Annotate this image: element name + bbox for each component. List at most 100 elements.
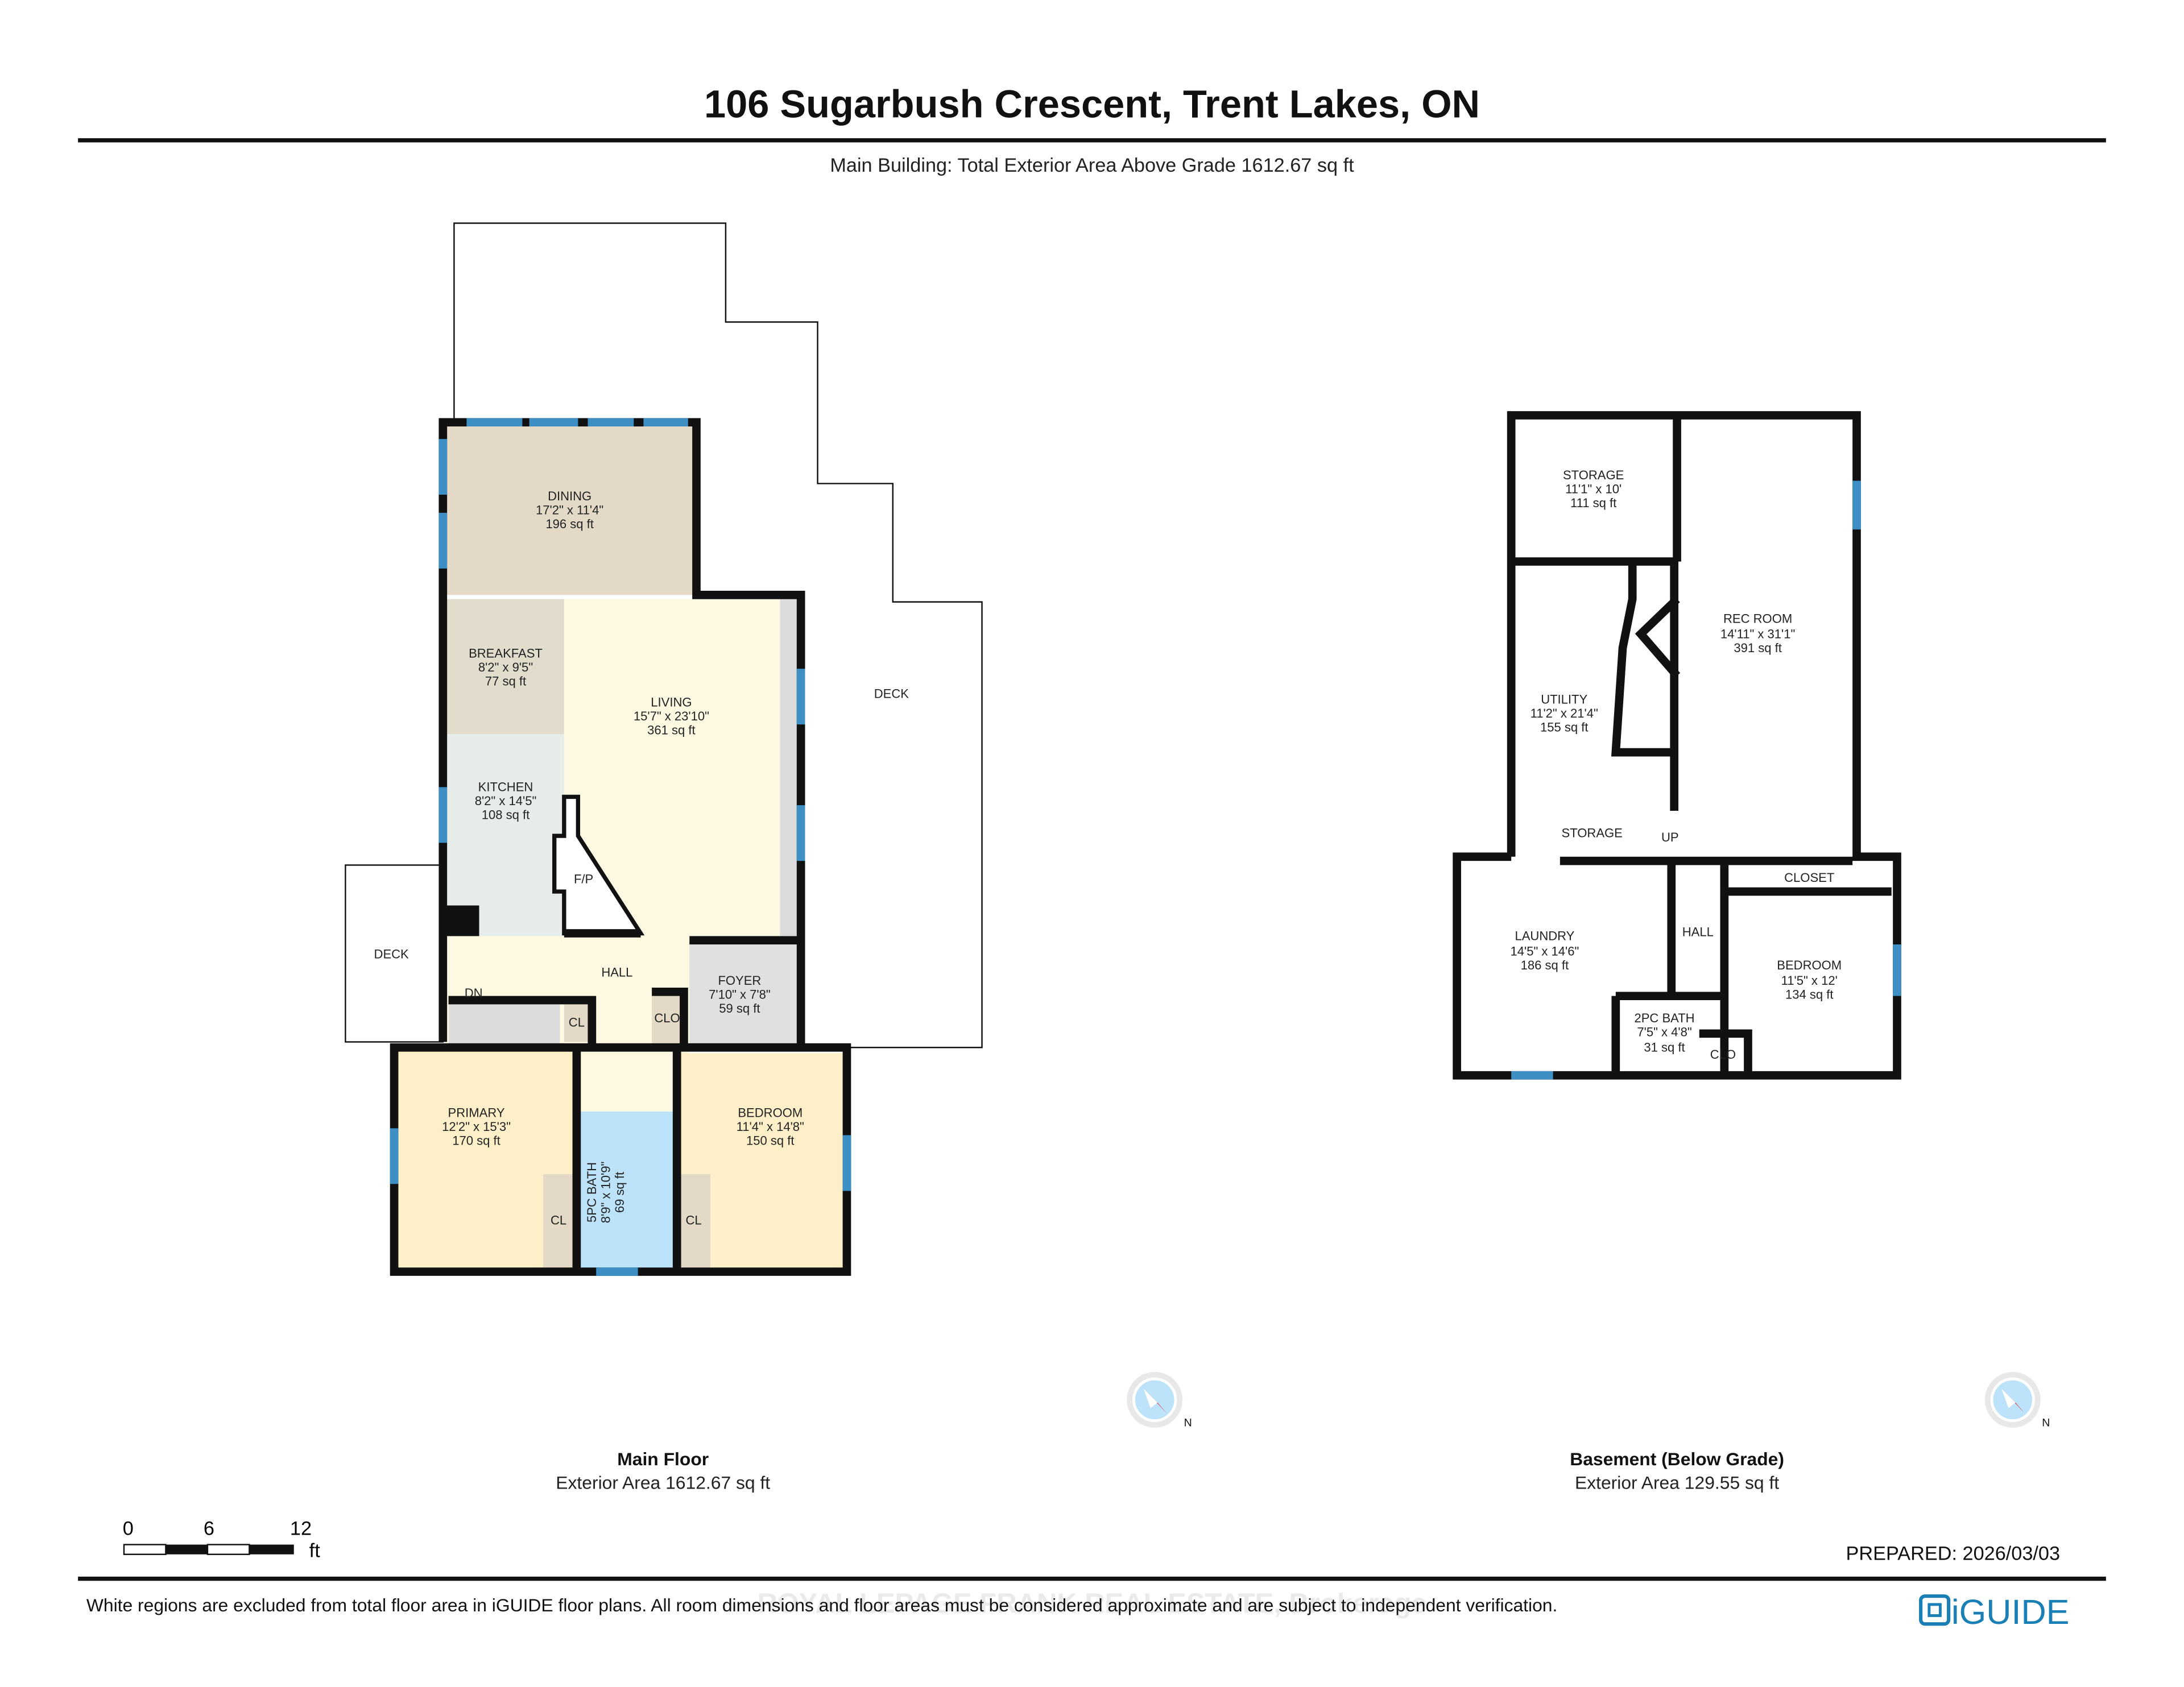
- svg-text:LAUNDRY: LAUNDRY: [1515, 929, 1574, 943]
- svg-text:170 sq ft: 170 sq ft: [452, 1134, 500, 1148]
- deck-outline: [453, 222, 983, 1048]
- svg-text:155 sq ft: 155 sq ft: [1540, 720, 1589, 734]
- svg-text:ft: ft: [309, 1540, 321, 1562]
- svg-text:7'10" x 7'8": 7'10" x 7'8": [709, 988, 771, 1002]
- room-breakfast: [445, 599, 564, 735]
- svg-text:11'5" x 12': 11'5" x 12': [1781, 973, 1838, 988]
- page-subtitle: Main Building: Total Exterior Area Above…: [830, 155, 1354, 176]
- closet-label: CLOSET: [1784, 871, 1834, 885]
- compass-north-icon: N: [1127, 1371, 1192, 1429]
- svg-text:UTILITY: UTILITY: [1541, 692, 1587, 706]
- svg-text:STORAGE: STORAGE: [1563, 468, 1624, 482]
- svg-text:361 sq ft: 361 sq ft: [647, 723, 696, 737]
- closet: [652, 992, 684, 1045]
- svg-text:8'2" x 14'5": 8'2" x 14'5": [475, 794, 537, 808]
- svg-text:7'5" x 4'8": 7'5" x 4'8": [1637, 1025, 1691, 1039]
- svg-text:391 sq ft: 391 sq ft: [1734, 641, 1782, 655]
- main-floor-name: Main Floor: [617, 1449, 709, 1469]
- svg-text:12'2" x 15'3": 12'2" x 15'3": [442, 1120, 511, 1134]
- storage-label: STORAGE: [1562, 826, 1623, 840]
- windows: [390, 418, 851, 1276]
- svg-text:14'11" x 31'1": 14'11" x 31'1": [1720, 627, 1795, 641]
- prepared-date: PREPARED: 2026/03/03: [1846, 1543, 2061, 1565]
- svg-text:BEDROOM: BEDROOM: [1777, 958, 1842, 972]
- hall-label: HALL: [601, 965, 632, 979]
- closet-label: CL: [569, 1015, 585, 1030]
- watermark: ROYAL LEPAGE FRANK REAL ESTATE, Brokerag…: [757, 1589, 1426, 1619]
- svg-text:N: N: [2042, 1416, 2050, 1429]
- basement-walls: [1453, 411, 1901, 1080]
- page-title: 106 Sugarbush Crescent, Trent Lakes, ON: [704, 82, 1480, 126]
- svg-text:17'2" x 11'4": 17'2" x 11'4": [536, 503, 603, 517]
- svg-text:5PC BATH: 5PC BATH: [585, 1162, 599, 1222]
- stairs-up-label: UP: [1661, 830, 1679, 844]
- svg-text:KITCHEN: KITCHEN: [478, 780, 533, 794]
- hall-label: HALL: [1682, 925, 1714, 939]
- svg-text:11'2" x 21'4": 11'2" x 21'4": [1531, 706, 1598, 720]
- svg-text:31 sq ft: 31 sq ft: [1644, 1041, 1685, 1055]
- svg-text:11'4" x 14'8": 11'4" x 14'8": [737, 1120, 804, 1134]
- living-strip: [780, 599, 800, 936]
- closet-label: CL: [686, 1213, 702, 1227]
- closet: [564, 1002, 592, 1042]
- svg-text:LIVING: LIVING: [651, 695, 692, 709]
- svg-text:PRIMARY: PRIMARY: [448, 1106, 505, 1120]
- svg-text:0: 0: [123, 1518, 134, 1539]
- svg-text:77 sq ft: 77 sq ft: [485, 674, 526, 689]
- svg-text:2PC BATH: 2PC BATH: [1634, 1011, 1694, 1025]
- svg-text:108 sq ft: 108 sq ft: [482, 808, 530, 822]
- svg-text:6: 6: [204, 1518, 214, 1539]
- deck-left-label: DECK: [374, 947, 410, 961]
- room-label-rec-room: REC ROOM 14'11" x 31'1"391 sq ft: [1720, 611, 1795, 654]
- fireplace-label: F/P: [574, 872, 593, 886]
- stairs: [448, 1000, 560, 1045]
- svg-text:14'5" x 14'6": 14'5" x 14'6": [1511, 944, 1579, 959]
- svg-text:150 sq ft: 150 sq ft: [746, 1134, 795, 1148]
- svg-text:111 sq ft: 111 sq ft: [1570, 496, 1616, 510]
- iguide-logo: iGUIDE: [1919, 1593, 2070, 1631]
- basement-area: Exterior Area 129.55 sq ft: [1575, 1473, 1779, 1493]
- header-rule: [78, 138, 2106, 143]
- svg-text:59 sq ft: 59 sq ft: [719, 1001, 760, 1015]
- room-foyer: [689, 940, 800, 1048]
- closet-label: CLO: [654, 1011, 680, 1025]
- svg-text:8'2" x 9'5": 8'2" x 9'5": [478, 660, 533, 674]
- closet: [680, 1174, 710, 1269]
- stairs-down-label: DN: [465, 986, 483, 1000]
- closet-label: CLO: [1710, 1047, 1736, 1062]
- svg-text:134 sq ft: 134 sq ft: [1785, 988, 1834, 1002]
- svg-text:69 sq ft: 69 sq ft: [613, 1172, 627, 1213]
- svg-text:12: 12: [290, 1518, 312, 1539]
- fireplace: [552, 794, 645, 936]
- disclaimer: White regions are excluded from total fl…: [86, 1595, 1558, 1615]
- compass-north-icon: N: [1984, 1371, 2050, 1429]
- svg-text:BEDROOM: BEDROOM: [738, 1106, 803, 1120]
- scale-bar: 0 6 12 ft: [123, 1518, 320, 1561]
- svg-text:iGUIDE: iGUIDE: [1951, 1593, 2069, 1631]
- svg-text:N: N: [1184, 1416, 1192, 1429]
- svg-text:REC ROOM: REC ROOM: [1723, 611, 1792, 625]
- closet-label: CL: [551, 1213, 566, 1227]
- main-floor-area: Exterior Area 1612.67 sq ft: [556, 1473, 770, 1493]
- room-kitchen: [445, 734, 564, 936]
- svg-text:186 sq ft: 186 sq ft: [1521, 958, 1569, 972]
- svg-text:15'7" x 23'10": 15'7" x 23'10": [634, 709, 709, 723]
- room-dining: [442, 422, 697, 595]
- footer-rule: [78, 1576, 2106, 1581]
- deck-label: DECK: [874, 687, 909, 701]
